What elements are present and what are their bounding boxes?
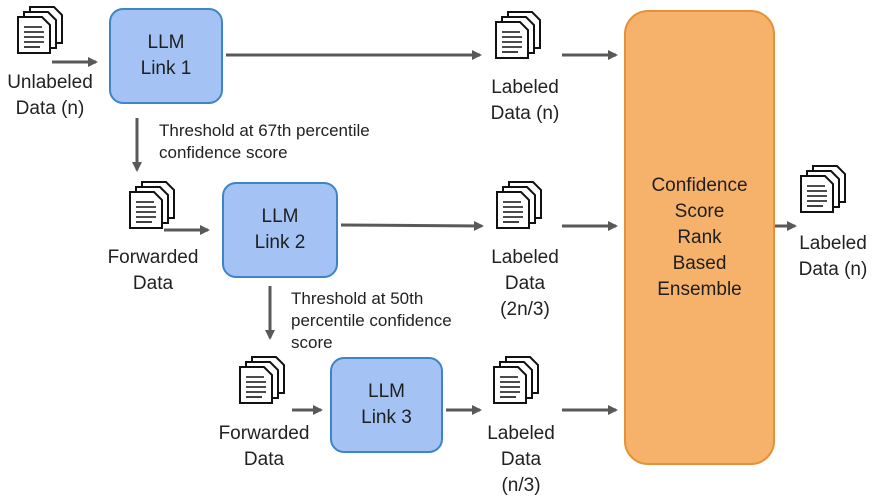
llm-link-2-box: LLM Link 2 (222, 182, 338, 278)
output-label-2-line3: (2n/3) (500, 299, 550, 320)
threshold-label-1: Threshold at 67th percentile confidence … (159, 120, 429, 164)
input-label-forwarded-2-line2: Data (243, 449, 285, 470)
document-stack-icon-labeled-3 (493, 356, 539, 404)
threshold-label-2-line2: percentile confidence (291, 311, 452, 330)
input-label-unlabeled-line2: Data (n) (15, 98, 85, 119)
llm-link-1-box: LLM Link 1 (109, 8, 223, 104)
llm-link-2-subtitle: Link 2 (254, 232, 306, 253)
llm-link-1-subtitle: Link 1 (140, 58, 192, 79)
llm-link-3-subtitle: Link 3 (361, 407, 412, 428)
ensemble-line-5: Ensemble (657, 278, 742, 300)
document-stack-icon-forwarded-1 (129, 181, 175, 229)
llm-link-1-title: LLM (147, 32, 185, 53)
input-label-unlabeled-line1: Unlabeled (7, 72, 93, 93)
threshold-label-2-line1: Threshold at 50th (291, 289, 424, 308)
input-label-forwarded-1-line1: Forwarded (107, 247, 199, 268)
final-output-label: Labeled Data (n) (785, 231, 881, 283)
output-label-2-line1: Labeled (491, 247, 559, 268)
llm-link-2-title: LLM (261, 206, 299, 227)
input-label-forwarded-2: Forwarded Data (202, 421, 326, 473)
output-label-3-line2: Data (500, 449, 542, 470)
output-label-3-line3: (n/3) (501, 475, 541, 496)
document-stack-icon-labeled-1 (495, 11, 541, 59)
input-label-forwarded-1: Forwarded Data (92, 245, 214, 297)
final-output-label-line1: Labeled (799, 233, 867, 254)
output-label-1-line1: Labeled (491, 77, 559, 98)
ensemble-box: Confidence Score Rank Based Ensemble (624, 10, 775, 465)
llm-link-3-box: LLM Link 3 (330, 357, 443, 453)
arrow-link2-to-labeled (340, 220, 484, 231)
ensemble-line-2: Score (674, 200, 725, 222)
threshold-label-1-line2: confidence score (159, 143, 288, 162)
output-label-1-line2: Data (n) (490, 103, 560, 124)
threshold-label-1-line1: Threshold at 67th percentile (159, 121, 370, 140)
input-label-forwarded-2-line1: Forwarded (218, 423, 310, 444)
threshold-label-2: Threshold at 50th percentile confidence … (291, 288, 501, 354)
document-stack-icon-unlabeled (17, 6, 63, 54)
final-output-label-line2: Data (n) (798, 259, 868, 280)
output-label-3-line1: Labeled (487, 423, 555, 444)
ensemble-line-4: Based (672, 252, 727, 274)
document-stack-icon-forwarded-2 (239, 356, 285, 404)
output-label-3: Labeled Data (n/3) (466, 421, 576, 499)
threshold-label-2-line3: score (291, 333, 333, 352)
document-stack-icon-labeled-2 (496, 181, 542, 229)
output-label-2-line2: Data (504, 273, 546, 294)
llm-link-3-title: LLM (368, 381, 405, 402)
document-stack-icon-final (800, 165, 846, 213)
ensemble-line-3: Rank (677, 226, 722, 248)
input-label-forwarded-1-line2: Data (132, 273, 174, 294)
input-label-unlabeled: Unlabeled Data (n) (0, 70, 106, 122)
output-label-2: Labeled Data (2n/3) (470, 245, 580, 323)
ensemble-line-1: Confidence (651, 174, 748, 196)
output-label-1: Labeled Data (n) (470, 75, 580, 127)
